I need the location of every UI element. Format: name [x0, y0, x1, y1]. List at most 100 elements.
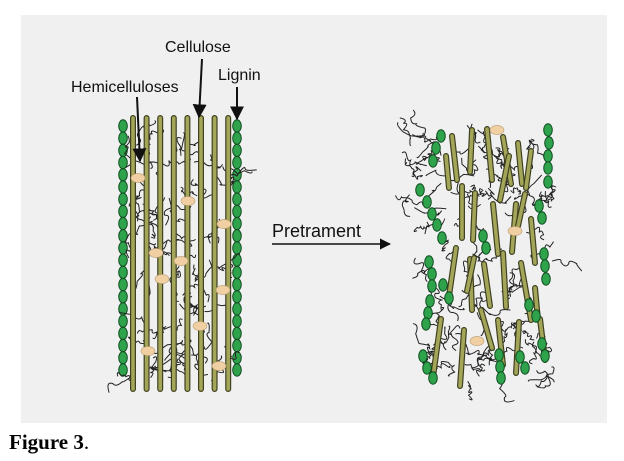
lignin-bead-right	[232, 302, 242, 316]
cellulose-fragment	[468, 128, 474, 174]
lignin-bead	[438, 278, 448, 292]
hemicellulose-strand	[137, 328, 162, 336]
lignin-bead-left	[118, 326, 128, 341]
lignin-bead	[421, 317, 431, 331]
hemicellulose-strand	[466, 125, 477, 139]
cellulose-fragment	[514, 320, 521, 375]
hemicellulose-strand	[552, 258, 583, 272]
lignin-bead	[431, 141, 441, 155]
hemicellulose-strand	[413, 221, 430, 232]
hemicellulose-strand	[399, 117, 412, 146]
hemicellulose-strand	[478, 145, 489, 160]
lignin-bead	[415, 183, 425, 197]
lignin-bead	[531, 309, 541, 323]
lignin-bead	[524, 298, 534, 312]
lignin-bead-right	[232, 253, 242, 267]
intact-biomass-structure	[107, 115, 257, 393]
lignin-bead-left	[118, 290, 128, 304]
lignin-bead-right	[232, 143, 242, 158]
lignin-bead	[537, 211, 547, 225]
lignin-bead	[481, 241, 491, 255]
lignin-bead-left	[118, 204, 128, 219]
hemicellulose-strand	[225, 167, 257, 181]
lignin-bead	[422, 195, 432, 209]
hemicellulose-strand	[467, 349, 492, 357]
hemicellulose-strand	[545, 185, 557, 208]
cellulose-fragment	[447, 246, 458, 298]
cellulose-fragment	[482, 262, 492, 308]
lignin-bead-left	[118, 131, 128, 145]
lignin-bead	[543, 149, 553, 163]
hemicellulose-strand	[211, 253, 241, 271]
hemicellulose-strand	[527, 375, 555, 383]
lignin-bead-left	[118, 180, 128, 194]
hemicellulose-strand	[524, 339, 541, 357]
hemicellulose-strand	[434, 288, 443, 311]
hemicellulose-strand	[471, 357, 499, 369]
lignin-bead	[534, 199, 544, 213]
lignin-bead-left	[118, 216, 128, 231]
hemicellulose-strand	[522, 330, 535, 341]
lignin-bead	[444, 291, 454, 305]
hemicellulose-strand	[176, 136, 182, 156]
hemicellulose-strand	[404, 158, 415, 178]
lignin-bead	[478, 229, 488, 243]
lignin-bead-right	[232, 131, 242, 145]
lignin-label: Lignin	[218, 67, 261, 84]
lignin-bead-right	[232, 155, 242, 170]
lignin-bead	[540, 259, 550, 273]
hemicellulose-strand	[500, 320, 518, 332]
hemicellulose-particle	[211, 361, 227, 371]
cellulose-fragment	[491, 202, 500, 256]
lignin-bead-left	[118, 253, 128, 267]
hemicellulose-particle	[507, 226, 523, 236]
hemicellulose-strand	[192, 264, 201, 281]
hemicelluloses-label: Hemicelluloses	[71, 79, 179, 96]
hemicellulose-strand	[149, 356, 158, 378]
hemicellulose-strand	[474, 297, 489, 311]
cellulose-fragment	[498, 154, 511, 202]
label-arrows	[132, 58, 392, 250]
lignin-bead	[541, 272, 551, 286]
lignin-bead-right	[232, 204, 242, 219]
hemicellulose-strand	[535, 366, 555, 387]
lignin-bead-right	[232, 338, 242, 353]
caption-period: .	[83, 430, 90, 454]
hemicellulose-strand	[410, 109, 426, 137]
cellulose-fragment	[479, 308, 494, 350]
lignin-bead-right	[232, 241, 242, 255]
hemicellulose-strand	[190, 179, 218, 199]
hemicellulose-strand	[467, 381, 473, 401]
lignin-bead	[427, 279, 437, 293]
hemicellulose-strand	[482, 306, 511, 316]
lignin-bead	[539, 247, 549, 261]
lignin-bead	[537, 337, 547, 351]
lignin-bead	[428, 371, 438, 385]
cellulose-fragment	[450, 134, 459, 182]
hemicellulose-particle	[215, 285, 231, 295]
lignin-bead	[543, 123, 553, 137]
hemicellulose-strand	[412, 268, 431, 279]
hemicellulose-strand	[136, 120, 157, 146]
lignin-bead-right	[232, 290, 242, 304]
lignin-bead-left	[118, 314, 128, 328]
lignin-bead	[437, 231, 447, 245]
hemicellulose-strand	[464, 363, 486, 372]
cellulose-fragment	[516, 192, 527, 228]
hemicellulose-strand	[163, 197, 172, 226]
hemicellulose-particle	[140, 346, 156, 356]
cellulose-fragment	[458, 328, 466, 388]
lignin-bead	[432, 218, 442, 232]
lignin-bead	[424, 255, 434, 269]
cellulose-fragment	[431, 317, 443, 379]
figure-number: Figure 3	[9, 430, 84, 454]
hemicellulose-strand	[395, 195, 424, 206]
hemicellulose-strand	[413, 257, 428, 282]
lignin-bead-right	[232, 326, 242, 341]
hemicellulose-particle	[180, 196, 196, 206]
cellulose-fragment	[485, 127, 494, 182]
lignin-bead	[520, 361, 530, 375]
hemicellulose-particle	[173, 256, 189, 266]
hemicellulose-strand	[536, 370, 551, 389]
